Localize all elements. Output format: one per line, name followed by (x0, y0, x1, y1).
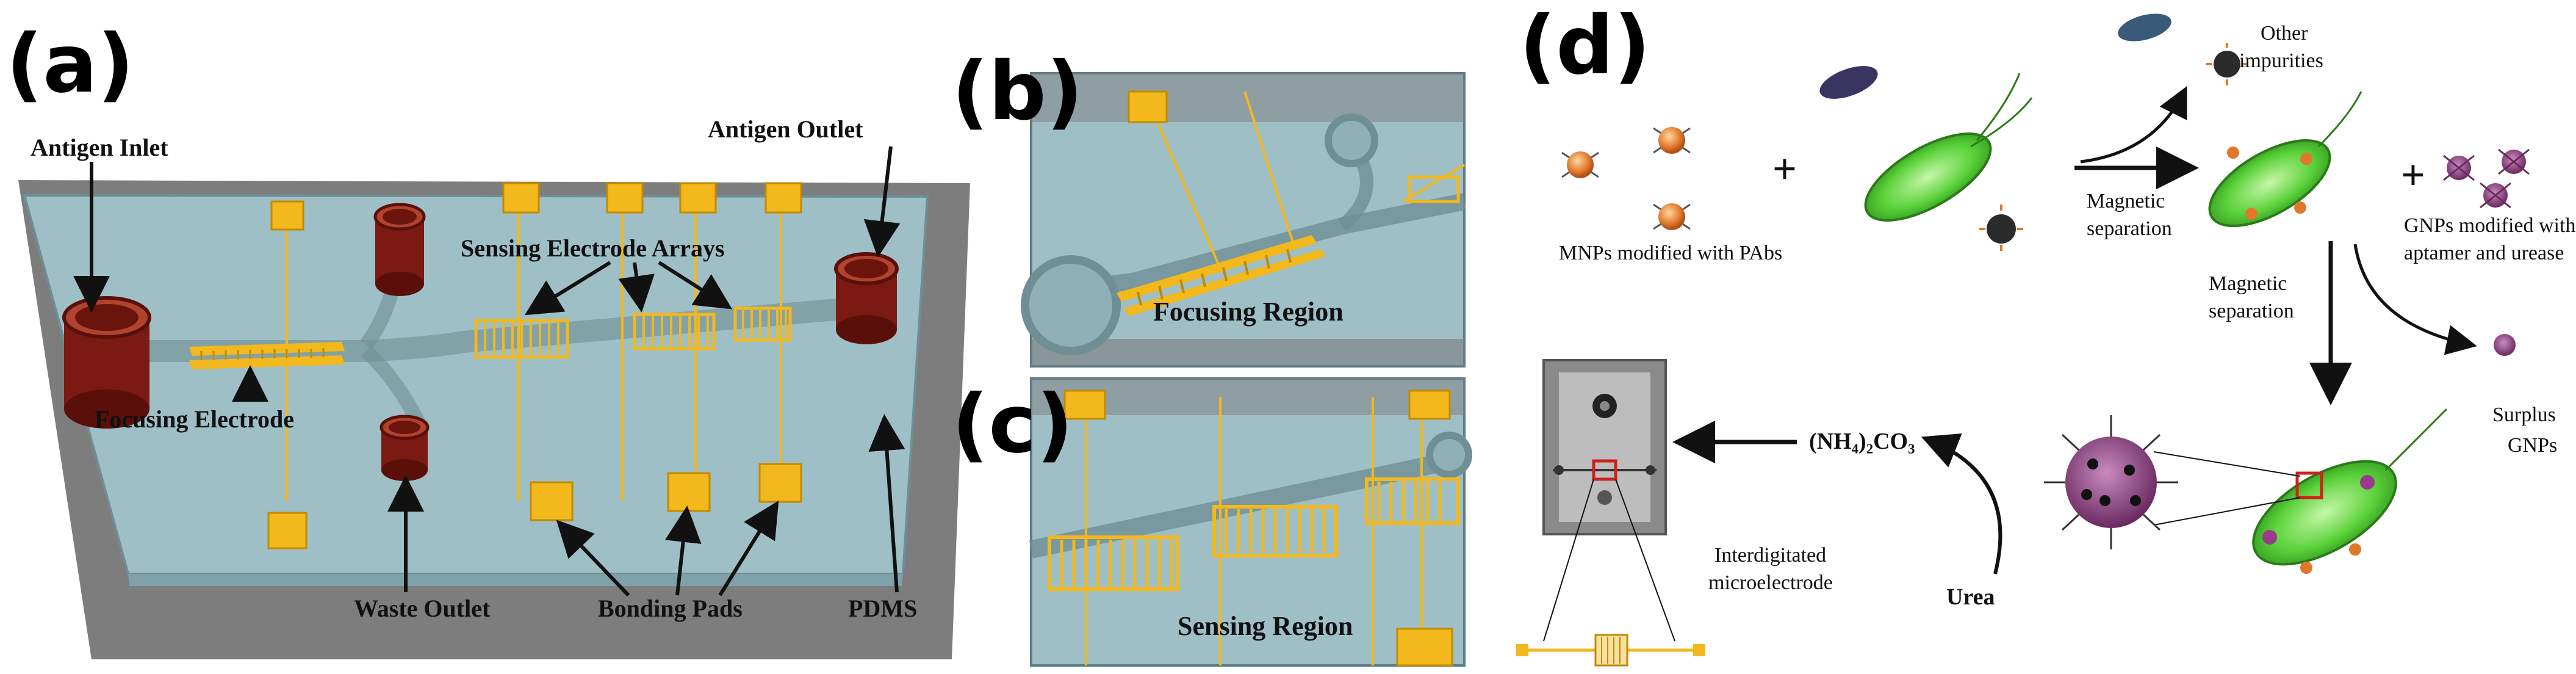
label-urea: Urea (1946, 584, 1995, 610)
panel-d-tag: (d) (1519, 0, 1650, 93)
complex-bacteria (2252, 408, 2448, 574)
panel-a-arrows (73, 146, 905, 597)
pdms-glass-edge (128, 574, 903, 586)
arrow-impurities (2080, 86, 2187, 164)
panel-c-array-1 (1048, 535, 1179, 591)
sensor-photo (1542, 359, 1667, 535)
panel-d: (d) MNPs modified with PAbs + (1516, 0, 2575, 667)
gnp-particles (2443, 148, 2530, 209)
label-mnps: MNPs modified with PAbs (1559, 242, 1782, 264)
waste-top-port (373, 203, 426, 296)
plus-sign-2: + (2401, 152, 2425, 199)
label-magnetic-2: Magnetic (2209, 272, 2287, 295)
panel-c-array-3 (1365, 477, 1460, 525)
panel-b: (b) Focusing Region (952, 45, 1466, 368)
mnp-particles (1561, 127, 1691, 230)
label-gnps-2: aptamer and urease (2404, 242, 2564, 264)
zoomed-gnp (2044, 415, 2301, 549)
label-sensing-arrays: Sensing Electrode Arrays (461, 234, 725, 262)
label-waste-outlet: Waste Outlet (354, 595, 491, 622)
label-other: Other (2261, 22, 2308, 45)
label-magnetic-1: Magnetic (2087, 190, 2165, 212)
label-focusing-region: Focusing Region (1153, 297, 1344, 327)
label-separation-2: separation (2209, 300, 2294, 322)
label-impurities: impurities (2239, 49, 2323, 72)
plus-sign-1: + (1772, 146, 1797, 193)
label-microelectrode: microelectrode (1708, 571, 1833, 594)
label-surplus: Surplus (2492, 404, 2556, 426)
label-interdigitated: Interdigitated (1714, 544, 1826, 567)
waste-outlet-port (380, 415, 430, 481)
panel-c-tag: (c) (952, 377, 1073, 471)
sensing-array-2 (633, 313, 716, 350)
antigen-inlet-port (62, 296, 151, 429)
top-bonding-pads (270, 182, 802, 231)
label-pdms: PDMS (848, 595, 917, 622)
panel-c-array-2 (1212, 505, 1338, 557)
panel-c: (c) Sensing Region (952, 377, 1472, 667)
arrow-urea (1921, 433, 2002, 574)
surplus-gnp (2494, 334, 2516, 356)
label-gnps-1: GNPs modified with (2404, 214, 2575, 237)
sample-bacteria (1819, 66, 2033, 251)
electrode-wires (286, 201, 782, 501)
label-surplus-gnps: GNPs (2508, 434, 2557, 457)
sensing-array-1 (474, 319, 569, 359)
impurity-particles (2118, 13, 2248, 85)
label-antigen-outlet: Antigen Outlet (708, 115, 863, 143)
panel-a-tag: (a) (6, 17, 134, 111)
label-sensing-region: Sensing Region (1178, 611, 1353, 641)
panel-a: (a) (6, 17, 970, 659)
captured-bacteria (2208, 91, 2362, 227)
antigen-outlet-port (834, 252, 899, 344)
label-separation-1: separation (2087, 217, 2172, 240)
label-carbonate: (NH₄)₂CO₃ (1809, 429, 1915, 454)
microelectrode-zoom (1516, 479, 1705, 667)
focusing-electrode (189, 342, 345, 369)
label-bonding-pads: Bonding Pads (598, 595, 743, 622)
sensing-array-3 (733, 306, 792, 342)
arrow-surplus (2353, 244, 2477, 355)
panel-b-tag: (b) (952, 45, 1083, 139)
label-focusing-electrode: Focusing Electrode (95, 405, 294, 433)
label-antigen-inlet: Antigen Inlet (31, 134, 168, 161)
